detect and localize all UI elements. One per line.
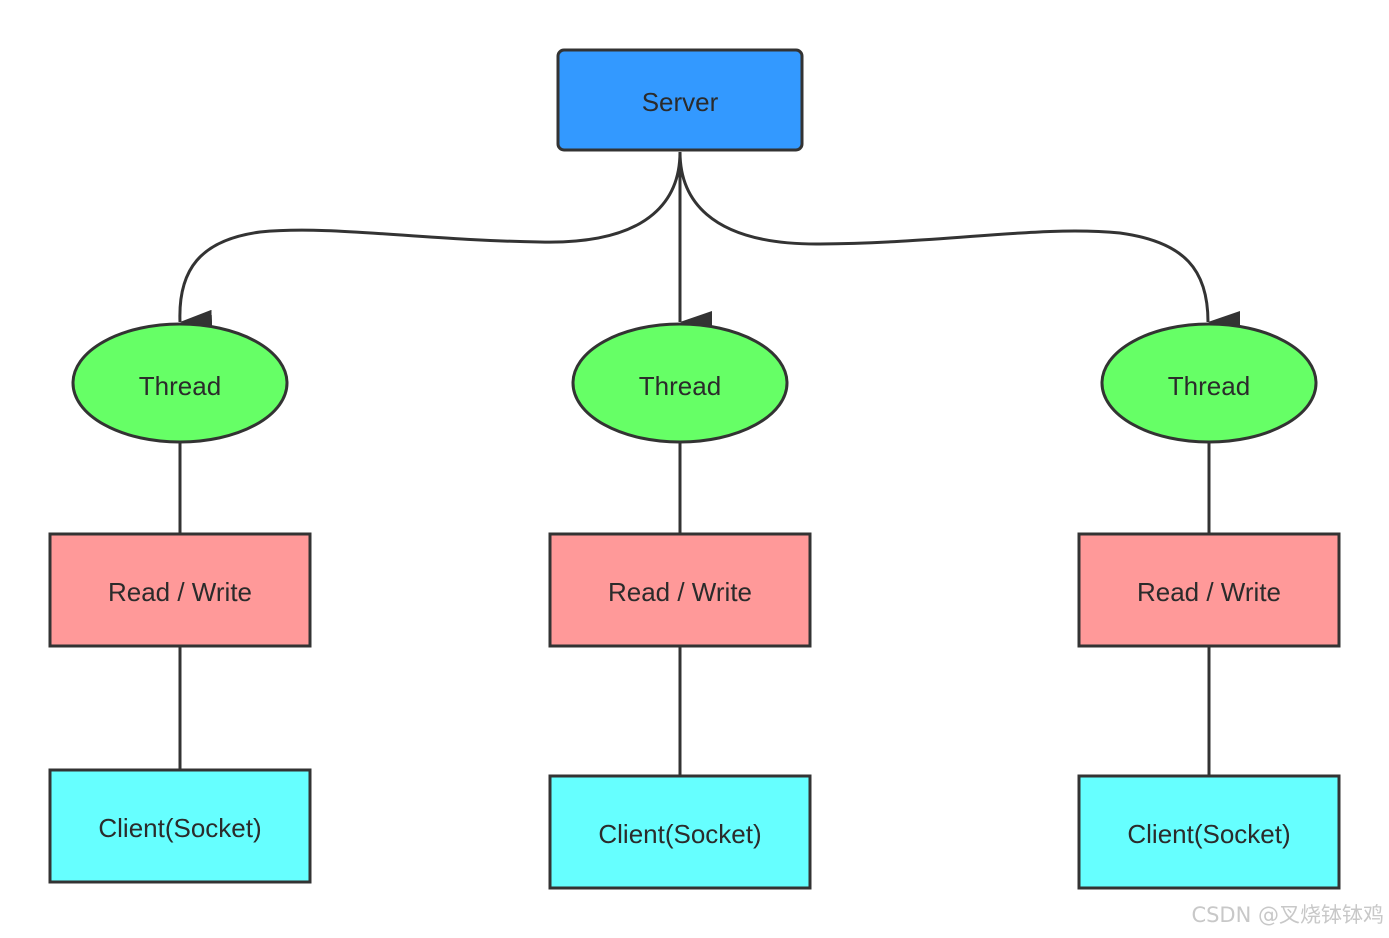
client-box [48, 768, 312, 884]
edge-server-thread-3 [678, 151, 1241, 333]
read-write-node-2: Read / Write [548, 532, 812, 648]
thread-ellipse [1100, 322, 1318, 444]
read-write-box [48, 532, 312, 648]
client-label: Client(Socket) [98, 813, 261, 843]
thread-label: Thread [639, 371, 721, 401]
client-node-1: Client(Socket) [48, 768, 312, 884]
client-node-3: Client(Socket) [1077, 774, 1341, 890]
watermark: CSDN @叉烧钵钵鸡 [1191, 903, 1384, 927]
read-write-node-3: Read / Write [1077, 532, 1341, 648]
server-node: Server [556, 48, 804, 152]
thread-node-1: Thread [71, 322, 289, 444]
thread-label: Thread [1168, 371, 1250, 401]
client-label: Client(Socket) [1127, 819, 1290, 849]
read-write-label: Read / Write [608, 577, 752, 607]
thread-label: Thread [139, 371, 221, 401]
client-box [1077, 774, 1341, 890]
thread-node-3: Thread [1100, 322, 1318, 444]
read-write-box [548, 532, 812, 648]
read-write-label: Read / Write [1137, 577, 1281, 607]
thread-ellipse [71, 322, 289, 444]
thread-ellipse [571, 322, 789, 444]
read-write-label: Read / Write [108, 577, 252, 607]
server-label: Server [642, 87, 719, 117]
client-label: Client(Socket) [598, 819, 761, 849]
client-box [548, 774, 812, 890]
client-node-2: Client(Socket) [548, 774, 812, 890]
read-write-box [1077, 532, 1341, 648]
edge-server-thread-1 [178, 151, 682, 332]
thread-node-2: Thread [571, 322, 789, 444]
read-write-node-1: Read / Write [48, 532, 312, 648]
server-box [556, 48, 804, 152]
